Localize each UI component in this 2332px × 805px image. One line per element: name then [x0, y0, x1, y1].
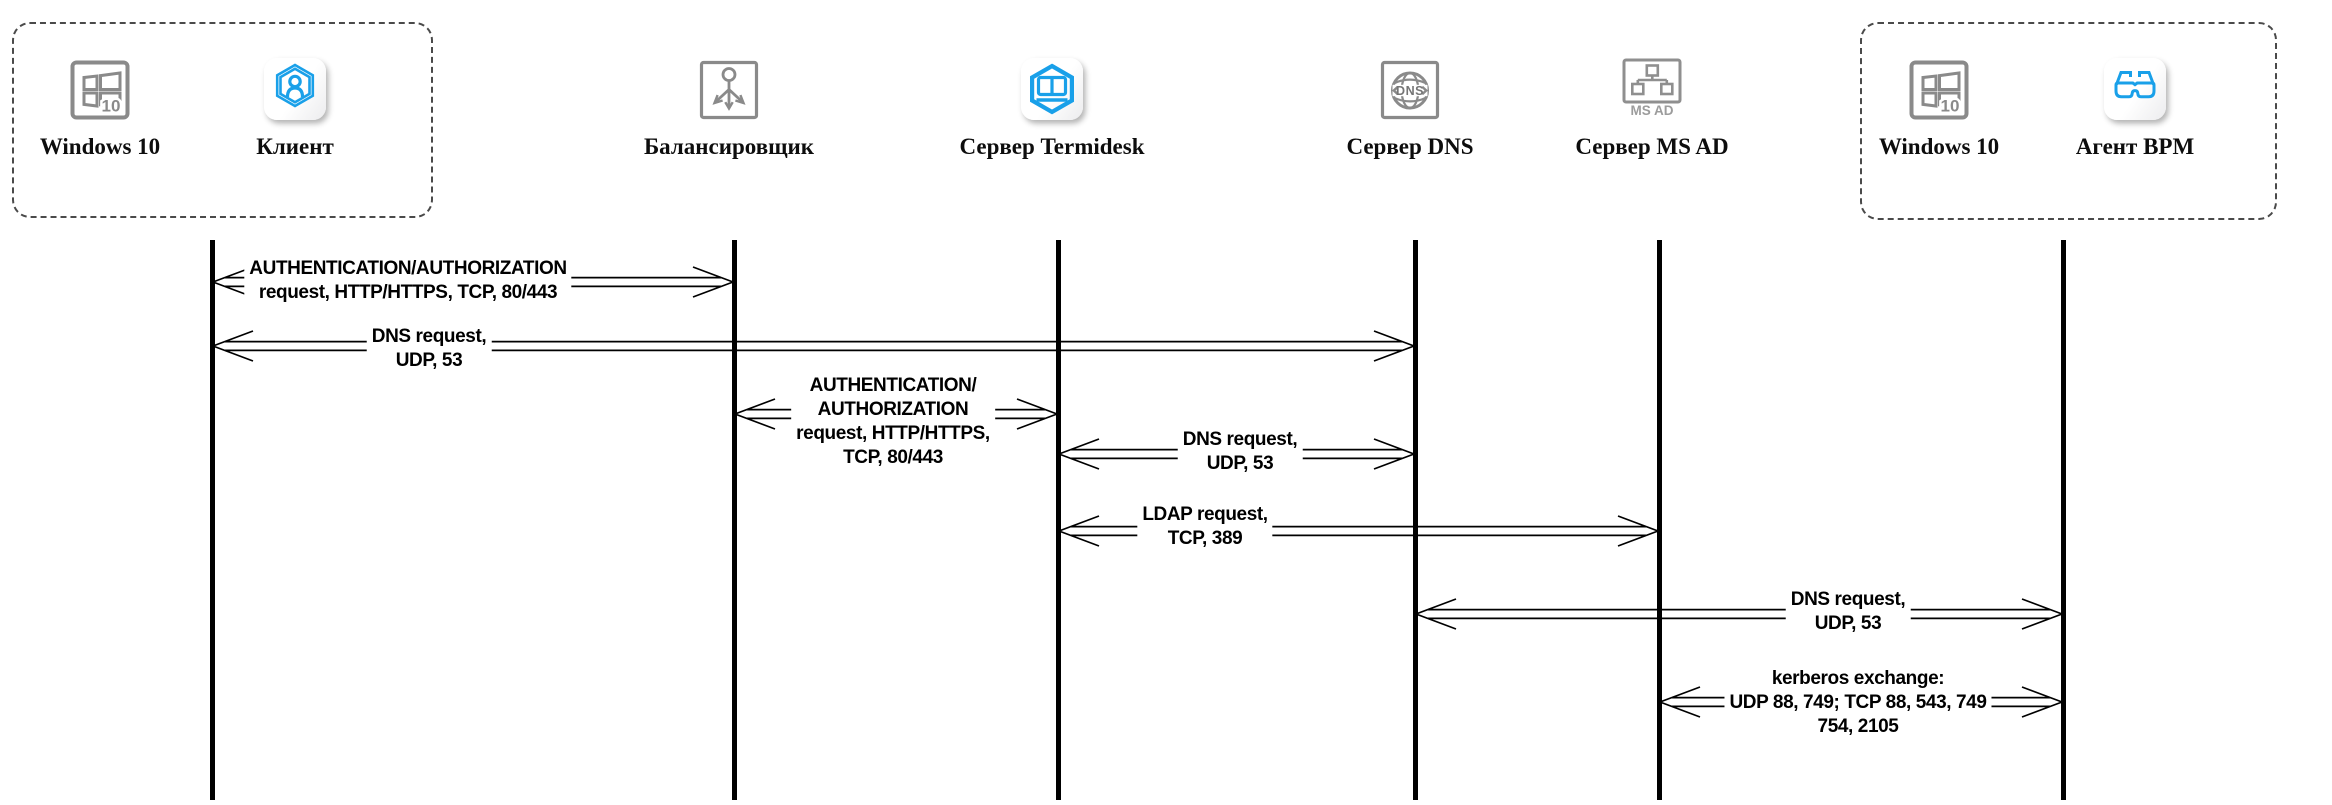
node-label: Сервер MS AD: [1575, 134, 1729, 159]
message-label-dns-termidesk: DNS request, UDP, 53: [1177, 428, 1303, 476]
lifeline-dns: [1412, 240, 1418, 800]
message-label-ldap: LDAP request, TCP, 389: [1137, 503, 1273, 551]
message-label-kerberos: kerberos exchange: UDP 88, 749; TCP 88, …: [1724, 667, 1992, 739]
arrow-dns-agent: [1415, 598, 2063, 630]
windows-badge: 10: [102, 97, 121, 116]
node-balancer: Балансировщик: [609, 50, 849, 160]
message-label-auth-client-balancer: AUTHENTICATION/AUTHORIZATION request, HT…: [244, 257, 572, 305]
dns-icon-text: DNS: [1396, 84, 1424, 98]
node-label: Клиент: [256, 134, 334, 159]
node-label: Сервер DNS: [1346, 134, 1474, 159]
node-label: Сервер Termidesk: [959, 134, 1145, 159]
arrow-auth-balancer-termidesk: [734, 398, 1058, 430]
lifeline-client: [209, 240, 215, 800]
windows-10-icon: 10: [70, 60, 130, 120]
bpm-agent-glasses-icon: [2104, 58, 2166, 120]
node-dns: DNS Сервер DNS: [1290, 50, 1530, 160]
lifeline-termidesk: [1055, 240, 1061, 800]
arrow-dns-client: [212, 330, 1415, 362]
node-label: Windows 10: [39, 134, 161, 159]
node-label: Агент BPM: [2075, 134, 2195, 159]
node-bpm-agent: Агент BPM: [2015, 50, 2255, 160]
arrow-auth-client-balancer: [212, 266, 734, 298]
node-windows10-right: 10 Windows 10: [1819, 50, 2059, 160]
node-termidesk: Сервер Termidesk: [932, 50, 1172, 160]
msad-icon-text: MS AD: [1631, 103, 1674, 118]
lifeline-msad: [1656, 240, 1662, 800]
node-windows10-left: 10 Windows 10: [0, 50, 220, 160]
node-label: Windows 10: [1878, 134, 2000, 159]
windows-badge: 10: [1941, 97, 1960, 116]
arrow-kerberos-msad-agent: [1659, 686, 2063, 718]
lifeline-agent: [2060, 240, 2066, 800]
client-app-icon: [264, 58, 326, 120]
message-label-dns-client: DNS request, UDP, 53: [366, 325, 492, 373]
lifeline-balancer: [731, 240, 737, 800]
client-group-box: [12, 22, 433, 218]
arrow-ldap-termidesk-msad: [1058, 515, 1659, 547]
ms-ad-tree-icon: MS AD: [1622, 58, 1682, 118]
load-balancer-icon: [699, 60, 759, 120]
node-msad: MS AD Сервер MS AD: [1532, 50, 1772, 160]
agent-group-box: [1860, 22, 2277, 220]
message-label-auth-balancer-termidesk: AUTHENTICATION/ AUTHORIZATION request, H…: [791, 374, 995, 470]
node-client: Клиент: [175, 50, 415, 160]
arrow-dns-termidesk: [1058, 438, 1415, 470]
node-label: Балансировщик: [643, 134, 815, 159]
windows-10-icon: 10: [1909, 60, 1969, 120]
dns-globe-icon: DNS: [1380, 60, 1440, 120]
message-label-dns-agent: DNS request, UDP, 53: [1785, 588, 1911, 636]
termidesk-server-icon: [1021, 58, 1083, 120]
